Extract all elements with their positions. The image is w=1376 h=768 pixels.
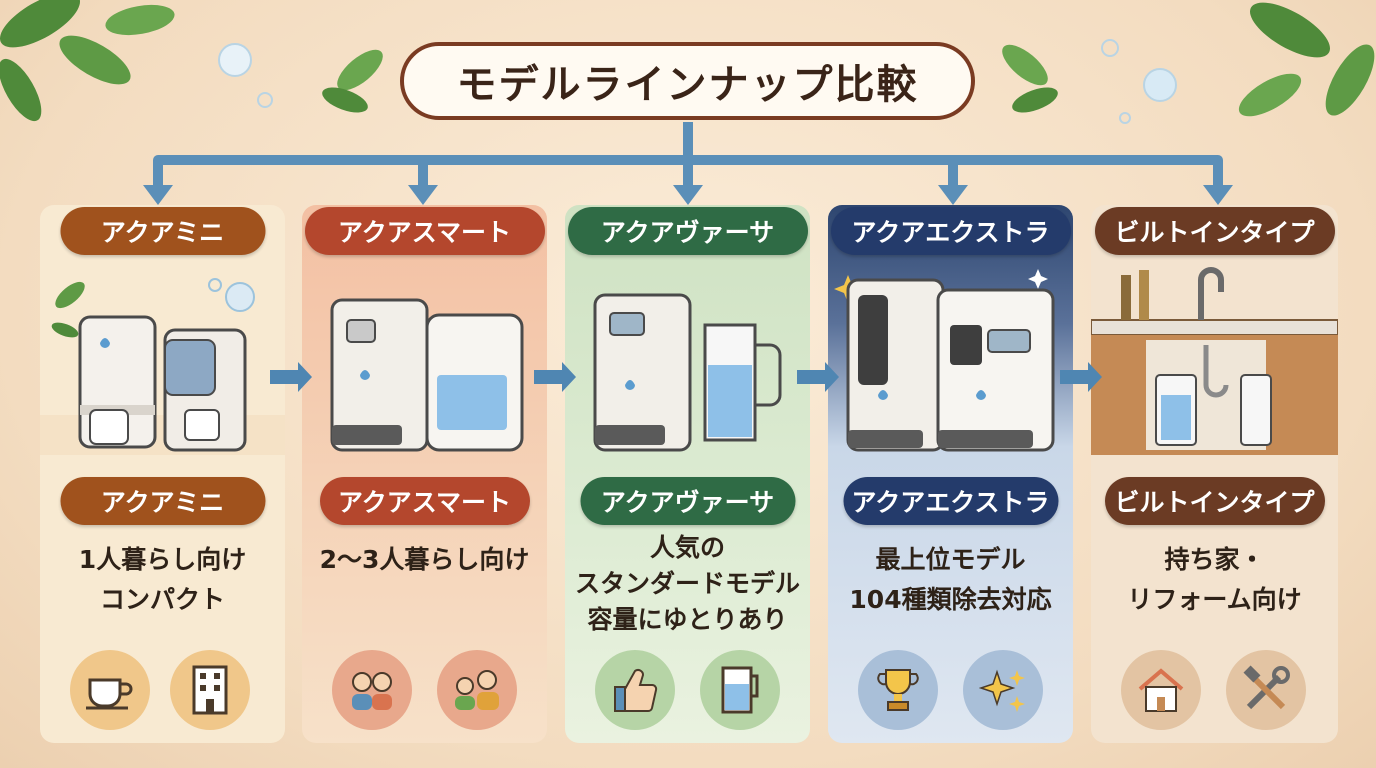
- model-card-aqua-smart: アクアスマート アクアスマート 2〜3人暮らし向け: [302, 205, 547, 743]
- thumbs-up-icon: [595, 650, 675, 730]
- aqua-smart-illustration: [330, 298, 524, 452]
- family-icon: [437, 650, 517, 730]
- aqua-extra-illustration: [834, 269, 1055, 452]
- water-pitcher-icon: [700, 650, 780, 730]
- model-label-top: アクアスマート: [304, 207, 545, 255]
- aqua-mini-illustration: [40, 278, 285, 455]
- model-label: アクアミニ: [60, 477, 265, 525]
- coffee-cup-icon: [70, 650, 150, 730]
- model-description: 持ち家・ リフォーム向け: [1127, 545, 1302, 614]
- model-description: 2〜3人暮らし向け: [319, 545, 530, 574]
- sparkles-icon: [963, 650, 1043, 730]
- builtin-illustration: [1091, 267, 1338, 455]
- model-label: アクアスマート: [319, 477, 530, 525]
- model-card-aqua-versa: アクアヴァーサ アクアヴァーサ 人気の スタンダードモデル 容量にゆとりあり: [565, 205, 810, 743]
- house-icon: [1121, 650, 1201, 730]
- page-title: モデルラインナップ比較: [400, 42, 975, 120]
- model-card-aqua-extra: アクアエクストラ アクアエクストラ 最上位モデル 104種類除去対応: [828, 205, 1073, 743]
- apartment-building-icon: [170, 650, 250, 730]
- model-label-top: アクアヴァーサ: [567, 207, 808, 255]
- model-label-top: ビルトインタイプ: [1094, 207, 1335, 255]
- aqua-versa-illustration: [593, 293, 782, 452]
- model-card-builtin: ビルトインタイプ ビルトインタイプ 持ち家・ リフォーム向け: [1091, 205, 1338, 743]
- model-label: アクアエクストラ: [843, 477, 1058, 525]
- model-card-aqua-mini: アクアミニ アクアミニ 1人暮らし向け コンパクト: [40, 205, 285, 743]
- trophy-icon: [858, 650, 938, 730]
- model-label: ビルトインタイプ: [1104, 477, 1325, 525]
- model-label: アクアヴァーサ: [580, 477, 795, 525]
- model-label-top: アクアエクストラ: [830, 207, 1071, 255]
- couple-icon: [332, 650, 412, 730]
- model-description: 1人暮らし向け コンパクト: [78, 545, 247, 614]
- model-label-top: アクアミニ: [60, 207, 265, 255]
- tools-icon: [1226, 650, 1306, 730]
- model-description: 最上位モデル 104種類除去対応: [849, 545, 1052, 614]
- model-description: 人気の スタンダードモデル 容量にゆとりあり: [574, 533, 800, 634]
